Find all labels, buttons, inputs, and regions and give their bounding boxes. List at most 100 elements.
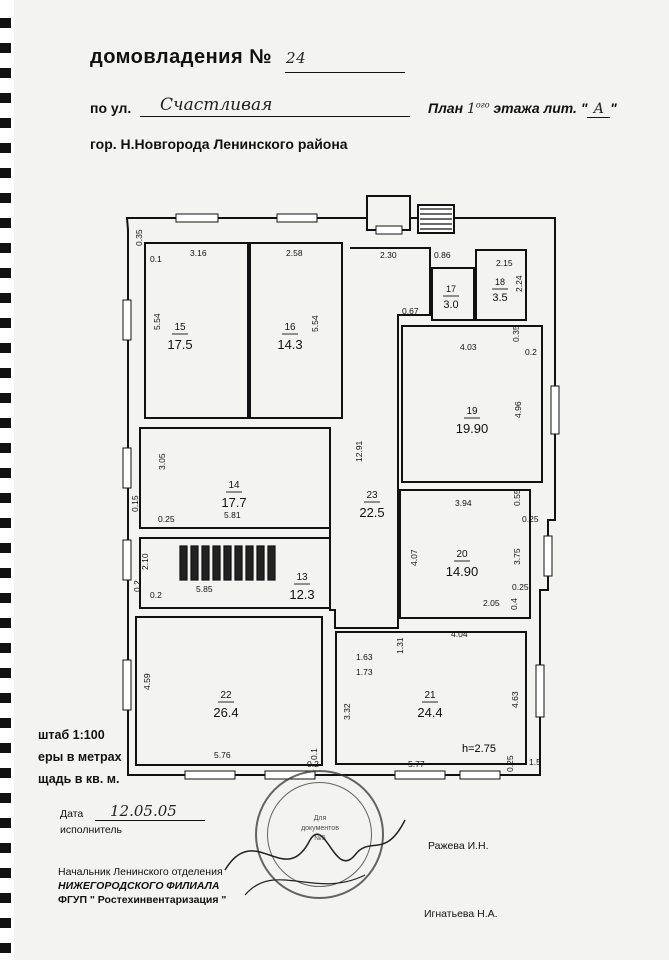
chief-line-1: Начальник Ленинского отделения xyxy=(58,866,223,878)
signature xyxy=(224,819,406,896)
dimension-label: 2.24 xyxy=(514,275,524,292)
room-number-18: 18 xyxy=(495,277,505,287)
binder-hole xyxy=(0,168,11,178)
date-value: 12.05.05 xyxy=(110,802,177,820)
room-number-19: 19 xyxy=(466,406,478,417)
room-area-17: 3.0 xyxy=(443,299,458,311)
dimension-label: 3.16 xyxy=(190,248,207,258)
floor-sup: ого xyxy=(475,100,490,110)
room-22-walls xyxy=(135,616,323,766)
dimension-label: 0.25 xyxy=(512,582,529,592)
walls xyxy=(125,195,556,776)
binder-hole xyxy=(0,593,11,603)
dimension-label: 3.05 xyxy=(157,453,167,470)
stamp-text: Для документов №5 xyxy=(301,815,339,842)
scale-block: штаб 1:100 еры в метрах щадь в кв. м. xyxy=(38,724,122,790)
room-19-walls xyxy=(401,325,543,483)
scale-units: еры в метрах xyxy=(38,750,122,764)
binder-hole xyxy=(0,643,11,653)
stair-tread xyxy=(234,545,243,581)
binder-hole xyxy=(0,668,11,678)
binder-hole xyxy=(0,268,11,278)
dimension-label: 0.1 xyxy=(309,748,319,760)
dimension-label: 0.2 xyxy=(132,580,142,592)
binder-hole xyxy=(0,793,11,803)
street-underline xyxy=(140,116,410,117)
street-name: Счастливая xyxy=(160,95,273,115)
room-18-walls xyxy=(475,249,527,321)
binder-hole xyxy=(0,818,11,828)
dimension-label: 0.1 xyxy=(150,254,162,264)
stair-tread xyxy=(201,545,210,581)
ceiling-height: h=2.75 xyxy=(462,743,496,755)
dimension-label: 0.15 xyxy=(130,495,140,512)
stair-tread xyxy=(245,545,254,581)
room-area-22: 26.4 xyxy=(213,705,238,720)
dimension-label: 0.86 xyxy=(434,250,451,260)
dimension-label: 2.05 xyxy=(483,598,500,608)
binder-hole xyxy=(0,568,11,578)
dimension-label: 5.85 xyxy=(196,584,213,594)
title-text: домовладения № xyxy=(90,46,272,68)
dimension-label: 12.91 xyxy=(354,440,364,462)
dimension-label: 0.2 xyxy=(525,347,537,357)
date-label: Дата xyxy=(60,808,84,820)
official-stamp: Для документов №5 xyxy=(255,770,384,899)
stair-tread xyxy=(223,545,232,581)
chief-name: Игнатьева Н.А. xyxy=(424,908,498,920)
dimension-label: 4.04 xyxy=(451,629,468,639)
dimension-label: 0.25 xyxy=(158,514,175,524)
plan-label: План 1ого этажа лит. "А" xyxy=(428,100,617,118)
binder-hole xyxy=(0,543,11,553)
plan-suffix: этажа лит. xyxy=(493,100,577,116)
room-number-15: 15 xyxy=(174,322,186,333)
room-number-23: 23 xyxy=(366,490,378,501)
room-area-16: 14.3 xyxy=(277,337,302,352)
scale-area-units: щадь в кв. м. xyxy=(38,772,120,786)
binder-hole xyxy=(0,468,11,478)
dimension-label: 5.54 xyxy=(152,313,162,330)
room-area-14: 17.7 xyxy=(221,495,246,510)
room-area-21: 24.4 xyxy=(417,705,442,720)
dimension-label: 5.76 xyxy=(214,750,231,760)
binder-hole xyxy=(0,943,11,953)
room-16-walls xyxy=(249,242,343,419)
binder-hole xyxy=(0,493,11,503)
binder-hole xyxy=(0,693,11,703)
stair-tread xyxy=(190,545,199,581)
room-21-walls xyxy=(335,631,527,765)
binder-hole xyxy=(0,243,11,253)
dimension-label: 0.25 xyxy=(505,755,515,772)
stair-tread xyxy=(267,545,276,581)
binder-hole xyxy=(0,443,11,453)
binder-hole xyxy=(0,193,11,203)
porch xyxy=(366,195,411,231)
binder-hole xyxy=(0,293,11,303)
room-area-18: 3.5 xyxy=(492,292,507,304)
house-number: 24 xyxy=(286,49,307,67)
litera: А xyxy=(587,101,611,118)
dimension-label: 2.30 xyxy=(380,250,397,260)
room-15-walls xyxy=(144,242,249,419)
executor-name: Ражева И.Н. xyxy=(428,840,489,852)
binder-hole xyxy=(0,218,11,228)
dimension-label: 4.96 xyxy=(513,401,523,418)
plan-prefix: План xyxy=(428,100,464,116)
room-number-21: 21 xyxy=(424,690,436,701)
binder-hole xyxy=(0,368,11,378)
binder-hole xyxy=(0,93,11,103)
date-underline xyxy=(95,820,205,821)
room-number-17: 17 xyxy=(446,284,456,294)
binder-hole xyxy=(0,843,11,853)
binder-hole xyxy=(0,418,11,428)
binder-hole xyxy=(0,618,11,628)
room-area-19: 19.90 xyxy=(456,421,489,436)
binder-hole xyxy=(0,118,11,128)
room-number-14: 14 xyxy=(228,480,240,491)
room-20-walls xyxy=(399,489,531,619)
dimension-label: 2.15 xyxy=(496,258,513,268)
binder-hole xyxy=(0,68,11,78)
binder-hole xyxy=(0,918,11,928)
